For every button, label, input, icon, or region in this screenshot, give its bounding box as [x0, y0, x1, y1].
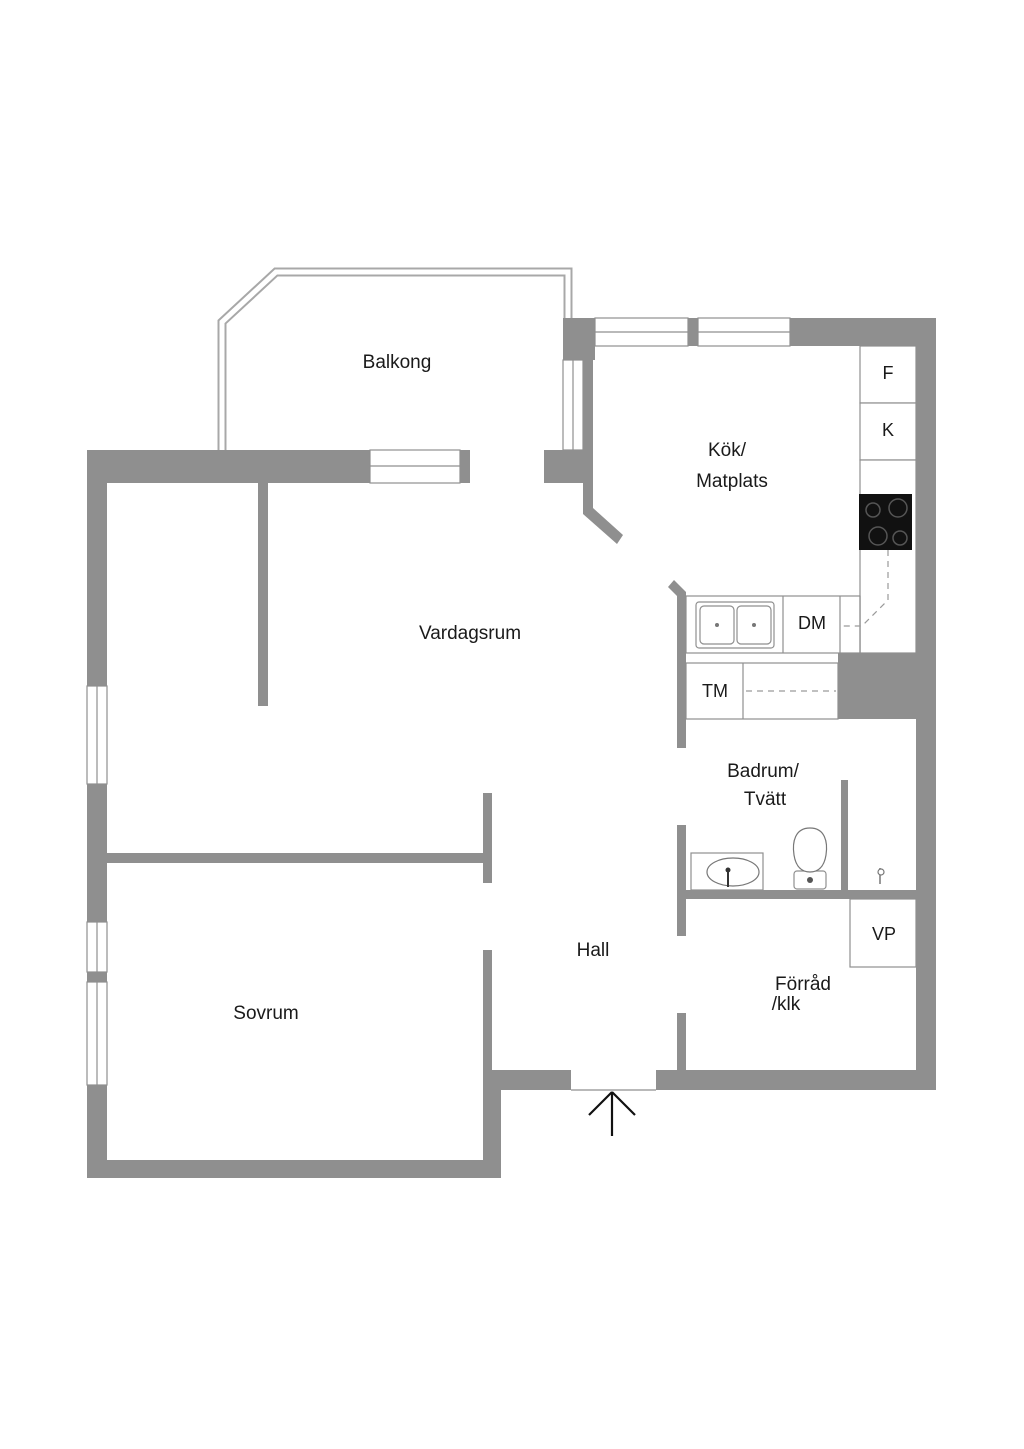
fridge-label: F: [883, 363, 894, 383]
freezer-unit: [859, 402, 917, 461]
room-label-balkong: Balkong: [363, 352, 432, 373]
kitchen-fixtures: [685, 345, 917, 654]
room-labels: Balkong Kök/ Matplats Vardagsrum Badrum/…: [233, 352, 831, 1024]
room-label-kok-line1: Kök/: [708, 440, 747, 461]
interior-walls: [107, 483, 916, 1080]
kitchen-sink: [695, 601, 775, 649]
toilet: [792, 827, 828, 890]
entrance: [571, 1089, 656, 1136]
floor-drain: [877, 868, 885, 884]
water-heater-label: VP: [872, 924, 896, 944]
room-label-forrad-line1: Förråd: [775, 974, 831, 995]
room-label-forrad-line2: /klk: [772, 994, 801, 1015]
water-heater-unit: [849, 898, 917, 968]
dishwasher-label: DM: [798, 613, 826, 633]
room-label-vardagsrum: Vardagsrum: [419, 623, 521, 644]
outer-walls: [87, 318, 936, 1178]
room-label-hall: Hall: [577, 940, 610, 961]
bathroom-fixtures: [685, 662, 885, 891]
entrance-arrow-icon: [588, 1091, 636, 1136]
fridge-unit: [859, 345, 917, 404]
room-label-sovrum: Sovrum: [233, 1003, 298, 1024]
balcony-railing: [217, 267, 573, 450]
freezer-label: K: [882, 420, 894, 440]
windows: [86, 317, 791, 1086]
fixture-labels: F K DM TM VP: [702, 363, 896, 944]
dryer-label: TM: [702, 681, 728, 701]
room-label-kok-line2: Matplats: [696, 471, 768, 492]
storage-fixtures: [849, 898, 917, 968]
room-label-badrum-line1: Badrum/: [727, 761, 800, 782]
room-label-badrum-line2: Tvätt: [744, 789, 787, 810]
